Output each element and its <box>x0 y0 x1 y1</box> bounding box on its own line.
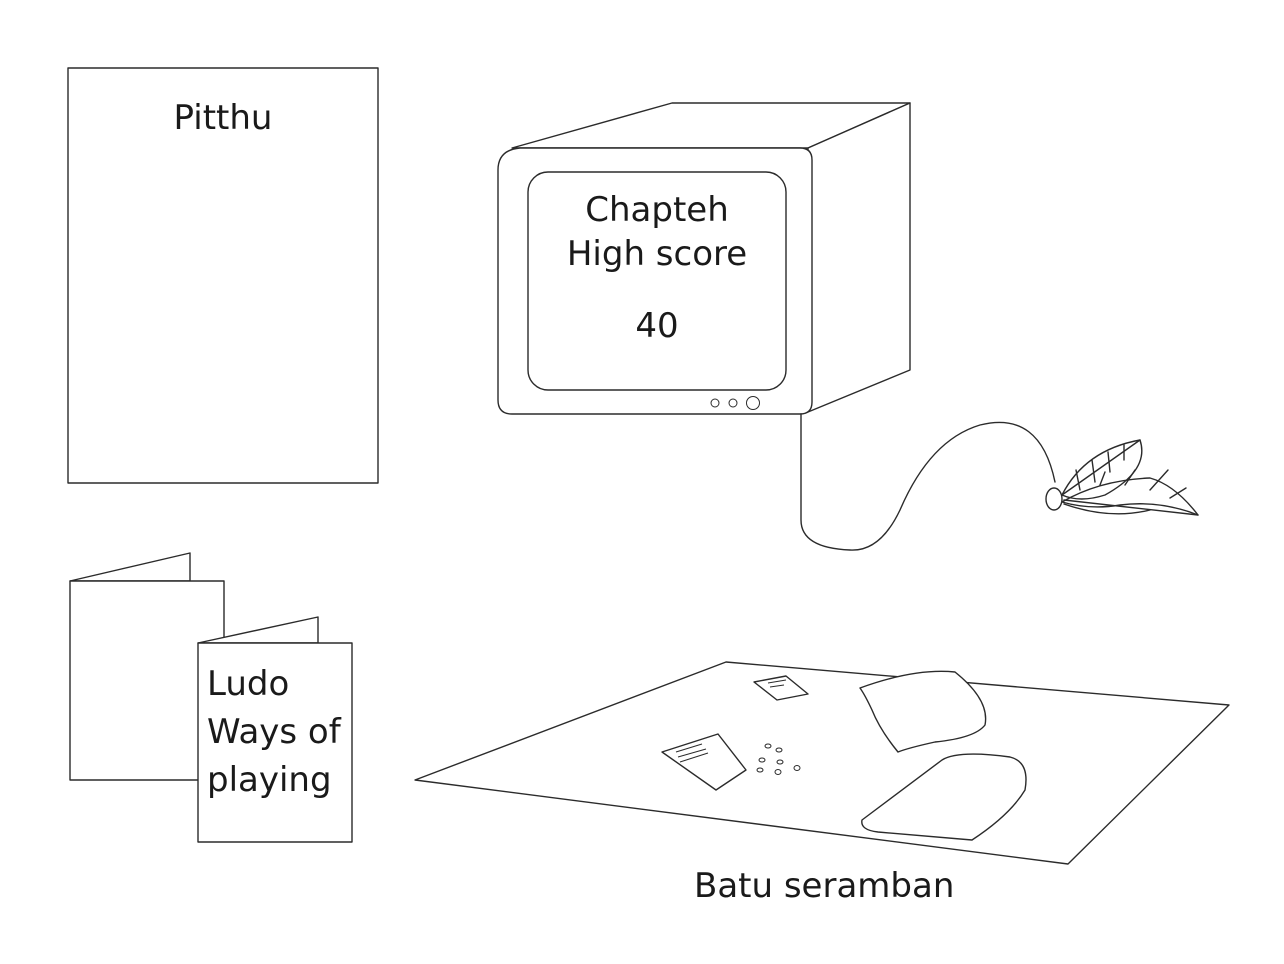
screen-score-value: 40 <box>635 306 679 346</box>
mat-caption: Batu seramban <box>694 866 955 906</box>
monitor[interactable] <box>497 102 911 415</box>
leaflet-back-page <box>69 552 191 582</box>
batu-seramban-mat[interactable] <box>414 661 1230 865</box>
monitor-button-1[interactable] <box>710 398 720 408</box>
mat-instruction-card[interactable] <box>661 733 747 791</box>
monitor-power-button[interactable] <box>746 396 760 410</box>
monitor-button-2[interactable] <box>728 398 738 408</box>
monitor-cable <box>800 413 1056 551</box>
chapteh-shuttlecock-icon[interactable] <box>1045 439 1199 516</box>
stones-icon[interactable] <box>756 743 801 775</box>
leaflet-subtitle-2: playing <box>207 760 332 800</box>
monitor-screen-text: Chapteh High score 40 <box>528 188 786 348</box>
mat-surface <box>414 661 1230 865</box>
screen-game-name: Chapteh <box>585 190 729 230</box>
leaflet-text: Ludo Ways of playing <box>207 660 341 804</box>
leaflet-front <box>197 642 353 843</box>
monitor-screen <box>527 171 787 391</box>
leaflet-title: Ludo <box>207 664 290 704</box>
leaflet-subtitle-1: Ways of <box>207 712 341 752</box>
ludo-leaflet[interactable] <box>69 552 353 843</box>
bean-bag-resting[interactable] <box>861 753 1027 841</box>
monitor-side <box>807 102 911 413</box>
mat-card-small[interactable] <box>753 675 809 701</box>
poster-title: Pitthu <box>173 98 273 138</box>
screen-score-label: High score <box>566 234 748 274</box>
pitthu-poster[interactable] <box>67 67 379 484</box>
bean-bag-raised[interactable] <box>859 670 987 753</box>
